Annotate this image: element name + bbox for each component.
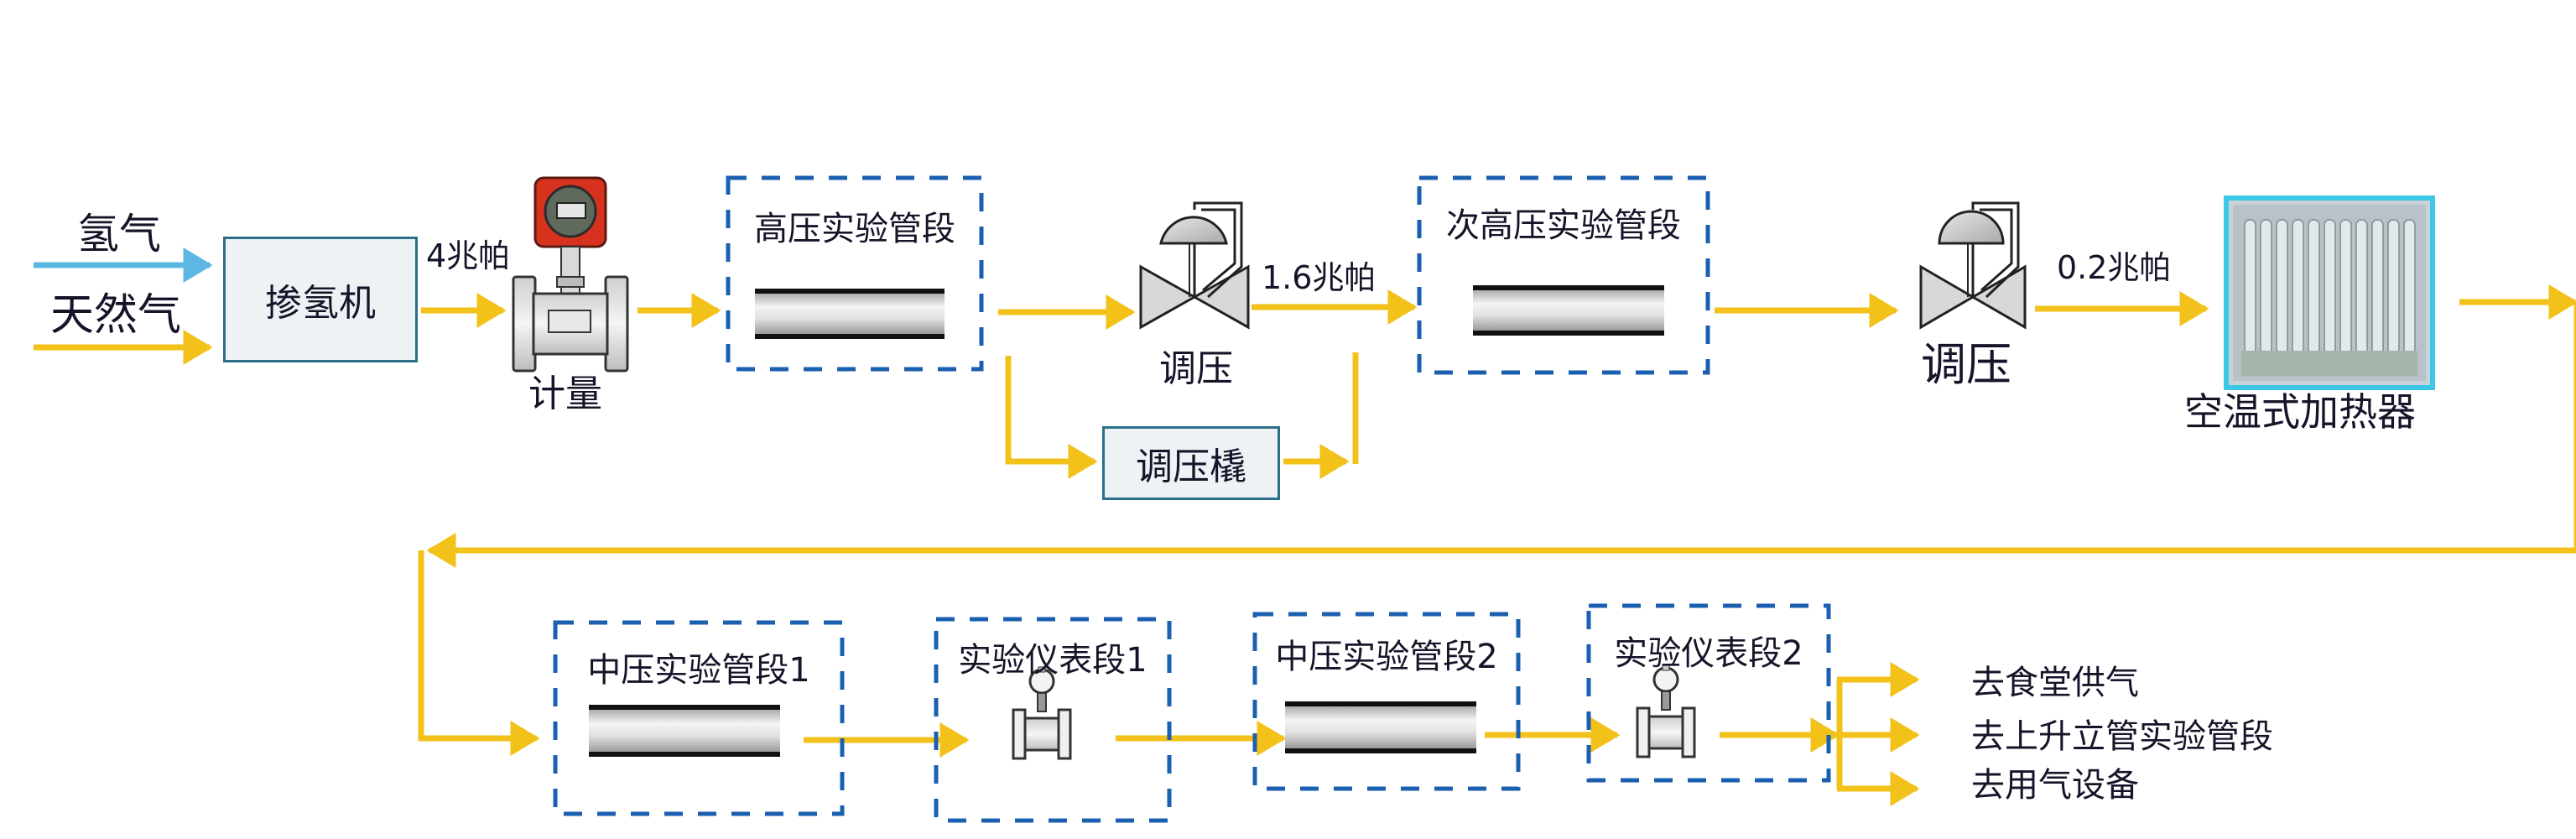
pressure-label-4mpa: 4兆帕 — [426, 237, 511, 274]
hydrogen-blender-box: 掺氢机 — [223, 237, 418, 362]
flowmeter-icon — [512, 176, 629, 373]
medium-pressure-section-2-box: 中压实验管段2 — [1252, 612, 1521, 791]
hydrogen-blender-label: 掺氢机 — [265, 282, 376, 325]
heater-fin — [2403, 219, 2416, 355]
pipe-icon — [1473, 285, 1664, 336]
heater-fin — [2244, 219, 2256, 355]
instrument-section-2-label: 实验仪表段2 — [1614, 634, 1803, 673]
output-riser-section-label: 去上升立管实验管段 — [1971, 717, 2273, 756]
flowmeter-icon — [1012, 666, 1072, 760]
heater-fin — [2260, 219, 2272, 355]
hydrogen-label: 氢气 — [77, 210, 161, 258]
medium-pressure-section-1-label: 中压实验管段1 — [587, 651, 810, 690]
instrument-section-2-box: 实验仪表段2 — [1586, 603, 1831, 783]
sub-high-pressure-section-box: 次高压实验管段 — [1417, 175, 1710, 375]
output-canteen-label: 去食堂供气 — [1971, 664, 2139, 702]
return-line — [418, 550, 540, 756]
sub-high-pressure-section-label: 次高压实验管段 — [1446, 206, 1681, 245]
high-pressure-section-label: 高压实验管段 — [754, 210, 955, 248]
natural-gas-label: 天然气 — [50, 290, 182, 341]
medium-pressure-section-2-label: 中压实验管段2 — [1275, 638, 1498, 676]
heater-fin — [2324, 219, 2336, 355]
pipe-icon — [755, 289, 945, 339]
heater-label: 空温式加热器 — [2184, 389, 2416, 435]
heater-fin — [2371, 219, 2384, 355]
meter-label: 计量 — [528, 373, 602, 415]
heater-fin — [2292, 219, 2304, 355]
pipe-icon — [589, 705, 780, 757]
regulator-skid-box: 调压橇 — [1102, 426, 1280, 500]
heater-fin — [2276, 219, 2288, 355]
heater-fin — [2308, 219, 2320, 355]
air-heater-icon — [2224, 195, 2435, 390]
pressure-regulator-valve-icon — [1139, 201, 1250, 330]
instrument-section-1-label: 实验仪表段1 — [958, 641, 1147, 680]
output-gas-equipment-label: 去用气设备 — [1971, 766, 2139, 805]
flowmeter-icon — [1636, 664, 1696, 758]
heater-fin — [2339, 219, 2352, 355]
pipe-icon — [1285, 701, 1476, 753]
regulator-skid-label: 调压橇 — [1136, 446, 1246, 488]
bypass-line-in — [1005, 356, 1098, 479]
regulator-1-label: 调压 — [1159, 347, 1233, 390]
instrument-section-1-box: 实验仪表段1 — [934, 617, 1172, 823]
pressure-label-1-6mpa: 1.6兆帕 — [1262, 259, 1376, 296]
heater-fin — [2355, 219, 2368, 355]
regulator-2-label: 调压 — [1921, 338, 2011, 391]
high-pressure-section-box: 高压实验管段 — [726, 175, 984, 372]
pressure-regulator-valve-icon — [1919, 201, 2027, 330]
pressure-label-0-2mpa: 0.2兆帕 — [2057, 249, 2172, 286]
medium-pressure-section-1-box: 中压实验管段1 — [553, 620, 845, 816]
return-line — [426, 302, 2576, 568]
heater-fin — [2387, 219, 2400, 355]
